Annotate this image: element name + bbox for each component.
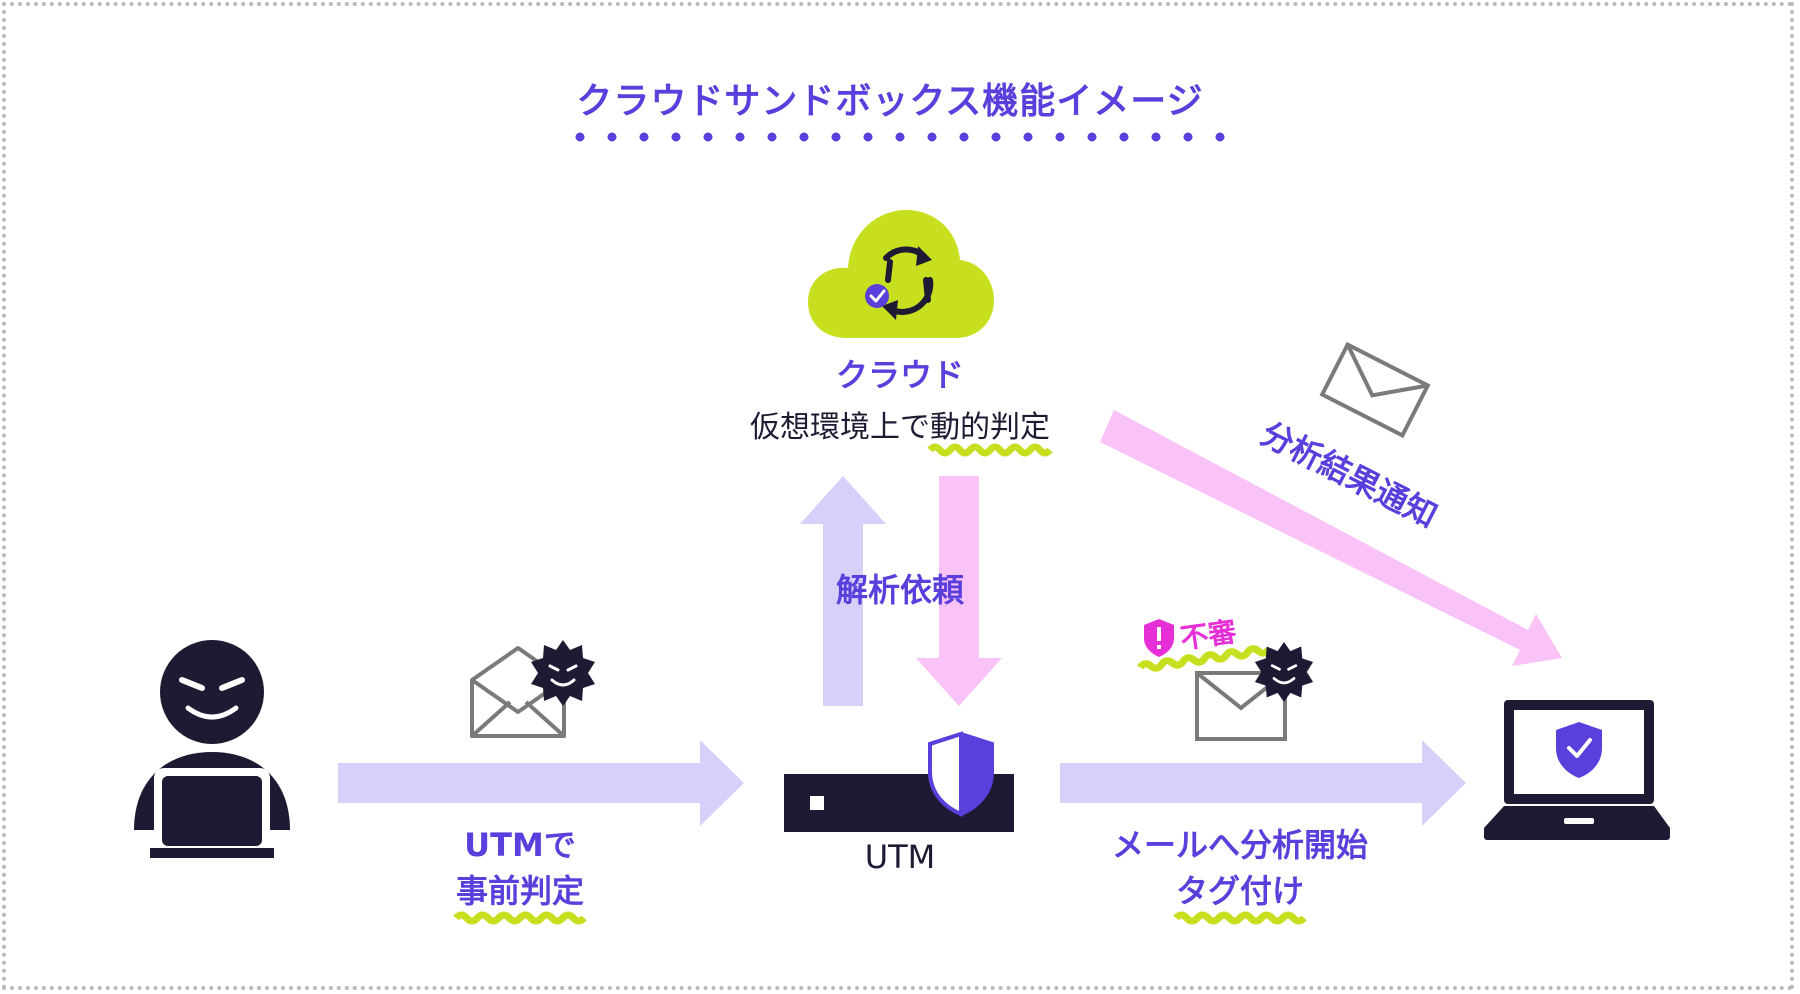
mail-tag-line1: メールへ分析開始 — [1111, 826, 1368, 864]
warning-shield-icon — [1144, 619, 1174, 657]
utm-label: UTM — [864, 838, 936, 876]
laptop-icon — [1484, 700, 1670, 840]
malware-icon-2 — [1254, 642, 1314, 702]
upload-arrow — [800, 476, 886, 706]
diagram-title: クラウドサンドボックス機能イメージ — [576, 81, 1204, 122]
cloud-description: 仮想環境上で動的判定 — [730, 402, 1070, 457]
envelope-icon — [1319, 341, 1431, 439]
attacker-icon — [134, 640, 290, 858]
lime-underline — [1136, 645, 1273, 672]
cloud-desc-highlight: 動的判定 — [927, 402, 1053, 457]
suspicious-badge: 不審 — [1136, 607, 1273, 672]
utm-precheck-line1: UTMで — [464, 826, 576, 864]
notify-arrow — [1100, 410, 1562, 666]
analysis-request-label: 解析依頼 — [835, 571, 964, 609]
cloud-icon — [808, 210, 994, 338]
lime-underline — [1173, 911, 1307, 925]
delivery-arrow — [1060, 740, 1466, 826]
shield-icon — [928, 731, 994, 817]
mail-tag-label: メールへ分析開始 タグ付け — [1090, 822, 1390, 925]
utm-precheck-label: UTMで 事前判定 — [420, 822, 620, 925]
mail-tag-line2: タグ付け — [1173, 868, 1307, 925]
malware-icon — [531, 640, 595, 706]
cloud-desc-plain: 仮想環境上で — [750, 410, 930, 445]
lime-underline — [453, 911, 587, 925]
utm-precheck-line2: 事前判定 — [453, 868, 587, 925]
lime-underline — [927, 443, 1053, 457]
attack-arrow — [338, 740, 744, 826]
title-dotted-underline — [575, 132, 1225, 142]
cloud-heading: クラウド — [835, 356, 964, 394]
download-arrow — [916, 476, 1002, 706]
